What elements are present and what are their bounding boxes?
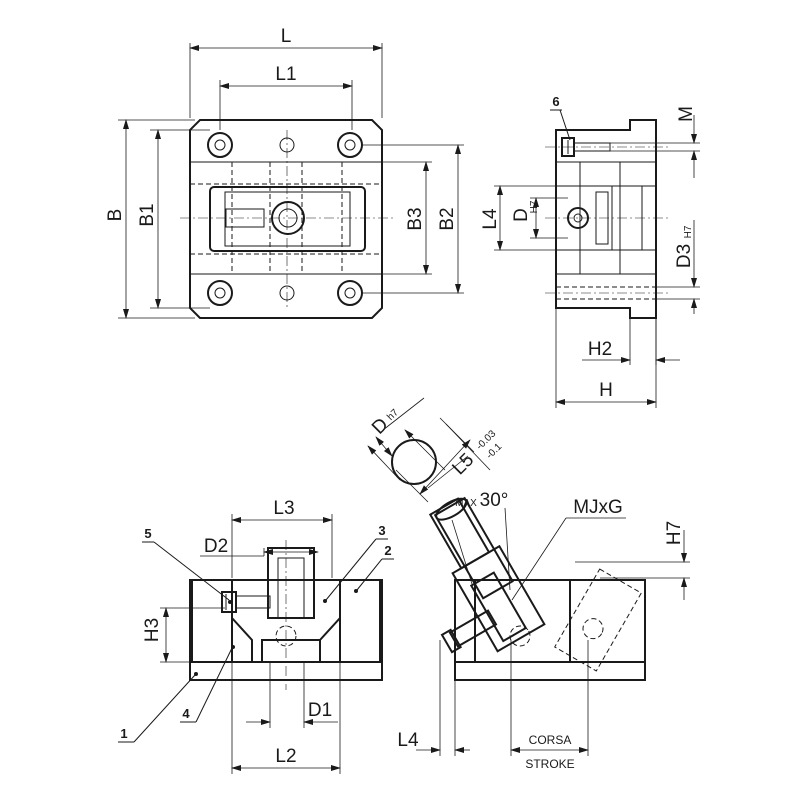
side-view-body bbox=[555, 119, 657, 319]
dim-H: H bbox=[599, 380, 613, 401]
part-number-5: 5 bbox=[144, 526, 151, 541]
side-view: 6 M L4 D H7 D3 H7 H2 H bbox=[480, 94, 700, 408]
screw-icon bbox=[207, 280, 233, 306]
dim-M: M bbox=[676, 106, 697, 122]
part-number-1: 1 bbox=[120, 726, 127, 741]
dim-D1: D1 bbox=[308, 700, 332, 721]
dim-L4-side: L4 bbox=[480, 208, 501, 230]
dim-L2: L2 bbox=[275, 746, 296, 767]
dim-D-subscript: H7 bbox=[529, 200, 540, 213]
screw-icon bbox=[207, 132, 233, 158]
dim-pin-D-subscript: h7 bbox=[385, 407, 401, 423]
screw-icon bbox=[337, 280, 363, 306]
dim-L4-front: L4 bbox=[397, 730, 419, 751]
dim-L5: L5 bbox=[448, 449, 478, 479]
pin-detail: D h7 L5 -0.03 -0.1 bbox=[367, 397, 505, 503]
dim-MJxG: MJxG bbox=[573, 497, 623, 518]
dim-L1: L1 bbox=[275, 64, 296, 85]
dim-B3: B3 bbox=[405, 207, 426, 230]
dim-B2: B2 bbox=[437, 207, 458, 230]
top-view-body bbox=[189, 119, 383, 319]
dim-D3-subscript: H7 bbox=[683, 225, 694, 238]
max-label: MAX bbox=[455, 498, 477, 509]
dim-D: D bbox=[511, 208, 532, 222]
tilted-section-view: MAX 30° MJxG H7 L4 CORSA STROKE bbox=[397, 490, 690, 771]
front-section-view: 5 3 2 1 4 L3 D2 H3 D1 bbox=[118, 498, 394, 774]
corsa-label: CORSA bbox=[529, 733, 572, 747]
dim-L: L bbox=[281, 26, 292, 47]
dim-H2: H2 bbox=[588, 339, 612, 360]
part-number-4: 4 bbox=[182, 706, 190, 721]
dim-H7: H7 bbox=[664, 521, 685, 545]
max-angle: 30° bbox=[480, 490, 509, 511]
dim-B: B bbox=[105, 209, 126, 222]
screw-icon bbox=[337, 132, 363, 158]
dim-B1: B1 bbox=[137, 203, 158, 226]
part-number-3: 3 bbox=[378, 523, 385, 538]
part-number-6: 6 bbox=[552, 94, 559, 109]
dim-D3: D3 bbox=[674, 244, 695, 268]
dim-L3: L3 bbox=[273, 498, 294, 519]
stroke-label: STROKE bbox=[525, 757, 574, 771]
dim-H3: H3 bbox=[142, 618, 163, 642]
dim-D2: D2 bbox=[204, 536, 228, 557]
top-view: L L1 B B1 B3 B2 bbox=[105, 26, 464, 319]
part-number-2: 2 bbox=[384, 543, 391, 558]
